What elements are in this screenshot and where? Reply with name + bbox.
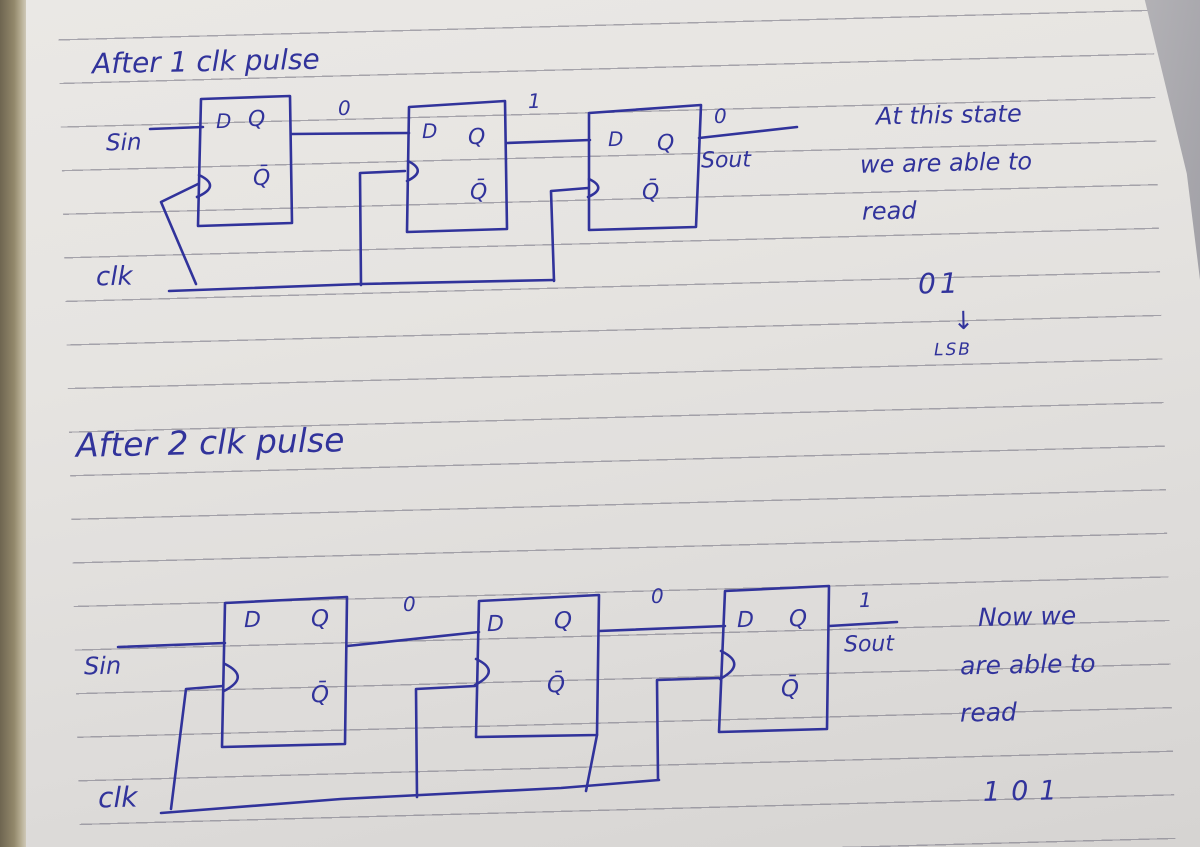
d1-serial-in-label: Sin	[105, 129, 142, 157]
d1-note-line2: we are able to	[859, 147, 1033, 179]
d2-clock-bus-wire	[159, 778, 661, 815]
d1-note-line1: At this state	[875, 99, 1022, 131]
d1-readout-value: 01	[917, 266, 962, 301]
d2-wire-value-3: 1	[858, 587, 872, 613]
d2-ff2-q-label: Q	[553, 607, 573, 635]
d2-note-line3: read	[959, 697, 1018, 728]
d1-ff3-d-label: D	[607, 126, 624, 152]
d1-clock-triangle2	[405, 159, 420, 183]
d1-wire-value-1: 0	[337, 95, 351, 121]
desk-edge	[0, 0, 26, 847]
d1-flipflop2-box	[405, 99, 509, 234]
d1-ff3-qbar-label: Q̄	[641, 179, 660, 206]
d1-ff2-q-label: Q	[467, 124, 486, 151]
d2-clock-triangle3	[718, 649, 736, 681]
d2-readout-value: 101	[982, 775, 1068, 808]
d2-ff2-qbar-label: Q̄	[546, 671, 566, 699]
d2-clock-riser1	[169, 684, 225, 811]
d1-flipflop3-box	[587, 103, 703, 232]
d1-wire-ff1-ff2	[289, 131, 411, 136]
d1-clock-label: clk	[95, 261, 133, 293]
d1-ff1-qbar-label: Q̄	[252, 165, 271, 192]
d2-ff2-d-label: D	[486, 611, 505, 638]
d2-ff3-q-label: Q	[788, 605, 808, 633]
d2-ff1-q-label: Q	[310, 605, 330, 633]
d2-ff3-qbar-label: Q̄	[780, 675, 800, 703]
d1-ff2-d-label: D	[421, 118, 438, 144]
d2-ff3-d-label: D	[736, 607, 755, 634]
d1-ff1-q-label: Q	[247, 106, 266, 133]
d2-wire-value-1: 0	[402, 591, 416, 617]
d1-clock-riser1	[159, 182, 200, 286]
diagram1-circuit	[148, 94, 799, 293]
d2-wire-ff1-ff2	[345, 630, 481, 648]
d1-clock-riser2	[358, 169, 407, 287]
d2-serial-in-label: Sin	[83, 651, 122, 681]
d1-wire-value-2: 1	[527, 88, 541, 114]
d1-note-line3: read	[861, 196, 917, 226]
d2-note-line1: Now we	[977, 600, 1077, 633]
d1-ff3-q-label: Q	[656, 130, 675, 157]
d1-wire-ff2-ff3	[504, 138, 592, 145]
d1-serial-out-wire	[697, 125, 799, 140]
d2-flipflop3-box	[717, 584, 831, 734]
d2-clock-label: clk	[97, 780, 138, 815]
d2-serial-out-wire	[827, 620, 899, 628]
d1-clock-triangle3	[586, 177, 600, 199]
d2-clock-triangle1	[222, 662, 240, 693]
d2-note-line2: are able to	[959, 648, 1096, 681]
d1-clock-riser3	[549, 186, 590, 283]
d2-wire-ff2-ff3	[597, 624, 727, 633]
d1-lsb-label: LSB	[933, 339, 973, 361]
diagram2-title: After 2 clk pulse	[75, 420, 345, 465]
d1-serial-out-label: Sout	[700, 147, 752, 174]
d2-serial-out-label: Sout	[843, 631, 895, 658]
d1-ff1-d-label: D	[215, 108, 232, 134]
diagram1-title: After 1 clk pulse	[91, 42, 321, 81]
diagram2-circuit	[116, 584, 899, 815]
d1-wire-value-3: 0	[713, 103, 727, 129]
d2-flipflop1-box	[220, 595, 349, 749]
d2-serial-in-wire	[116, 641, 227, 649]
d2-wire-value-2: 0	[650, 583, 664, 609]
d2-clock-triangle2	[473, 657, 491, 687]
down-arrow-icon: ↓	[952, 305, 975, 336]
d1-flipflop1-box	[196, 94, 294, 228]
d2-clock-riser2	[414, 684, 477, 799]
d2-ff1-qbar-label: Q̄	[310, 681, 330, 709]
d2-ff1-d-label: D	[243, 607, 262, 634]
d1-ff2-qbar-label: Q̄	[469, 179, 488, 206]
d1-clock-triangle1	[195, 173, 212, 199]
d1-serial-in-wire	[148, 125, 205, 131]
d2-clock-riser3	[655, 676, 721, 781]
d2-flipflop2-edge-extension	[584, 733, 599, 793]
